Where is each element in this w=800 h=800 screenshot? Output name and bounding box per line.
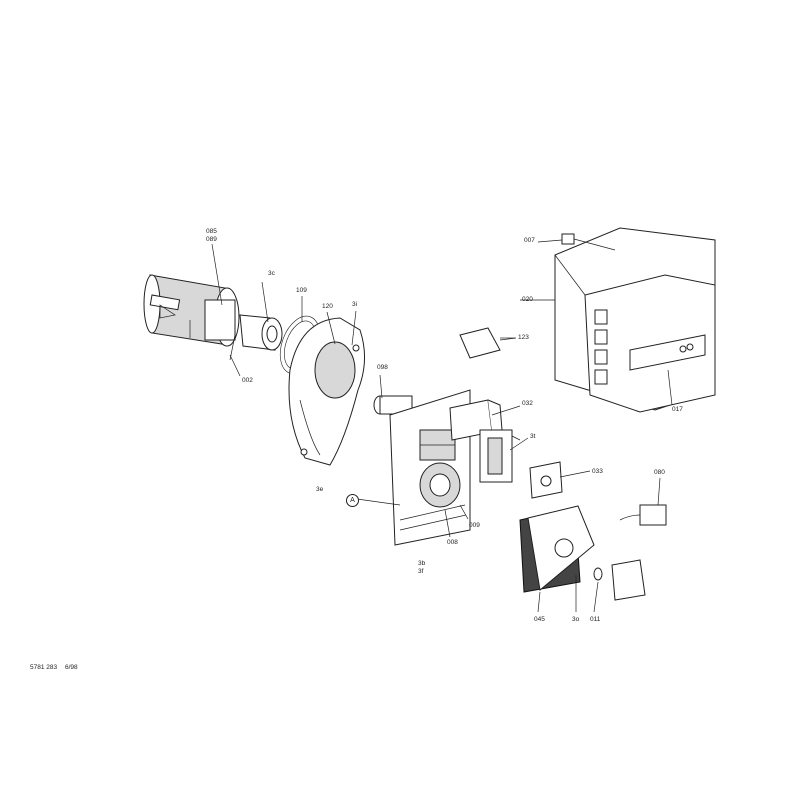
mixing-head xyxy=(239,281,283,351)
label-3o: 3o xyxy=(572,616,580,623)
mounting-plate xyxy=(389,389,471,546)
clip-part xyxy=(561,233,616,251)
label-033: 033 xyxy=(592,468,603,475)
drawing-date: 6/98 xyxy=(65,664,78,671)
label-085: 085 xyxy=(206,228,217,235)
label-123: 123 xyxy=(518,334,529,341)
label-109: 109 xyxy=(296,287,307,294)
label-120: 120 xyxy=(322,303,333,310)
fan-housing xyxy=(288,317,365,466)
label-3e: 3e xyxy=(316,486,324,493)
label-3b: 3b xyxy=(418,560,426,567)
label-020: 020 xyxy=(522,296,533,303)
blast-tube xyxy=(143,274,240,361)
label-008: 008 xyxy=(447,539,458,546)
label-080: 080 xyxy=(654,469,665,476)
pump-valve xyxy=(593,559,646,601)
label-089: 089 xyxy=(206,236,217,243)
label-3c: 3c xyxy=(268,270,275,277)
drawing-code: 5781 283 xyxy=(30,664,58,671)
small-unit xyxy=(459,327,515,359)
label-002: 002 xyxy=(242,377,253,384)
housing-cover xyxy=(519,505,595,593)
connector-tube xyxy=(373,374,413,415)
control-unit xyxy=(479,429,521,483)
label-098: 098 xyxy=(377,364,388,371)
label-3t: 3t xyxy=(530,433,536,440)
label-3i: 3i xyxy=(352,301,358,308)
label-045: 045 xyxy=(534,616,545,623)
label-032: 032 xyxy=(522,400,533,407)
label-3f: 3f xyxy=(418,568,424,575)
leader-lines xyxy=(211,239,673,613)
hood-cover xyxy=(554,227,716,413)
label-007: 007 xyxy=(524,237,535,244)
label-009: 009 xyxy=(469,522,480,529)
marker-a: A xyxy=(346,494,359,507)
label-017: 017 xyxy=(672,406,683,413)
plug-connector xyxy=(619,504,667,526)
label-011: 011 xyxy=(590,616,601,623)
socket-part xyxy=(529,461,563,499)
